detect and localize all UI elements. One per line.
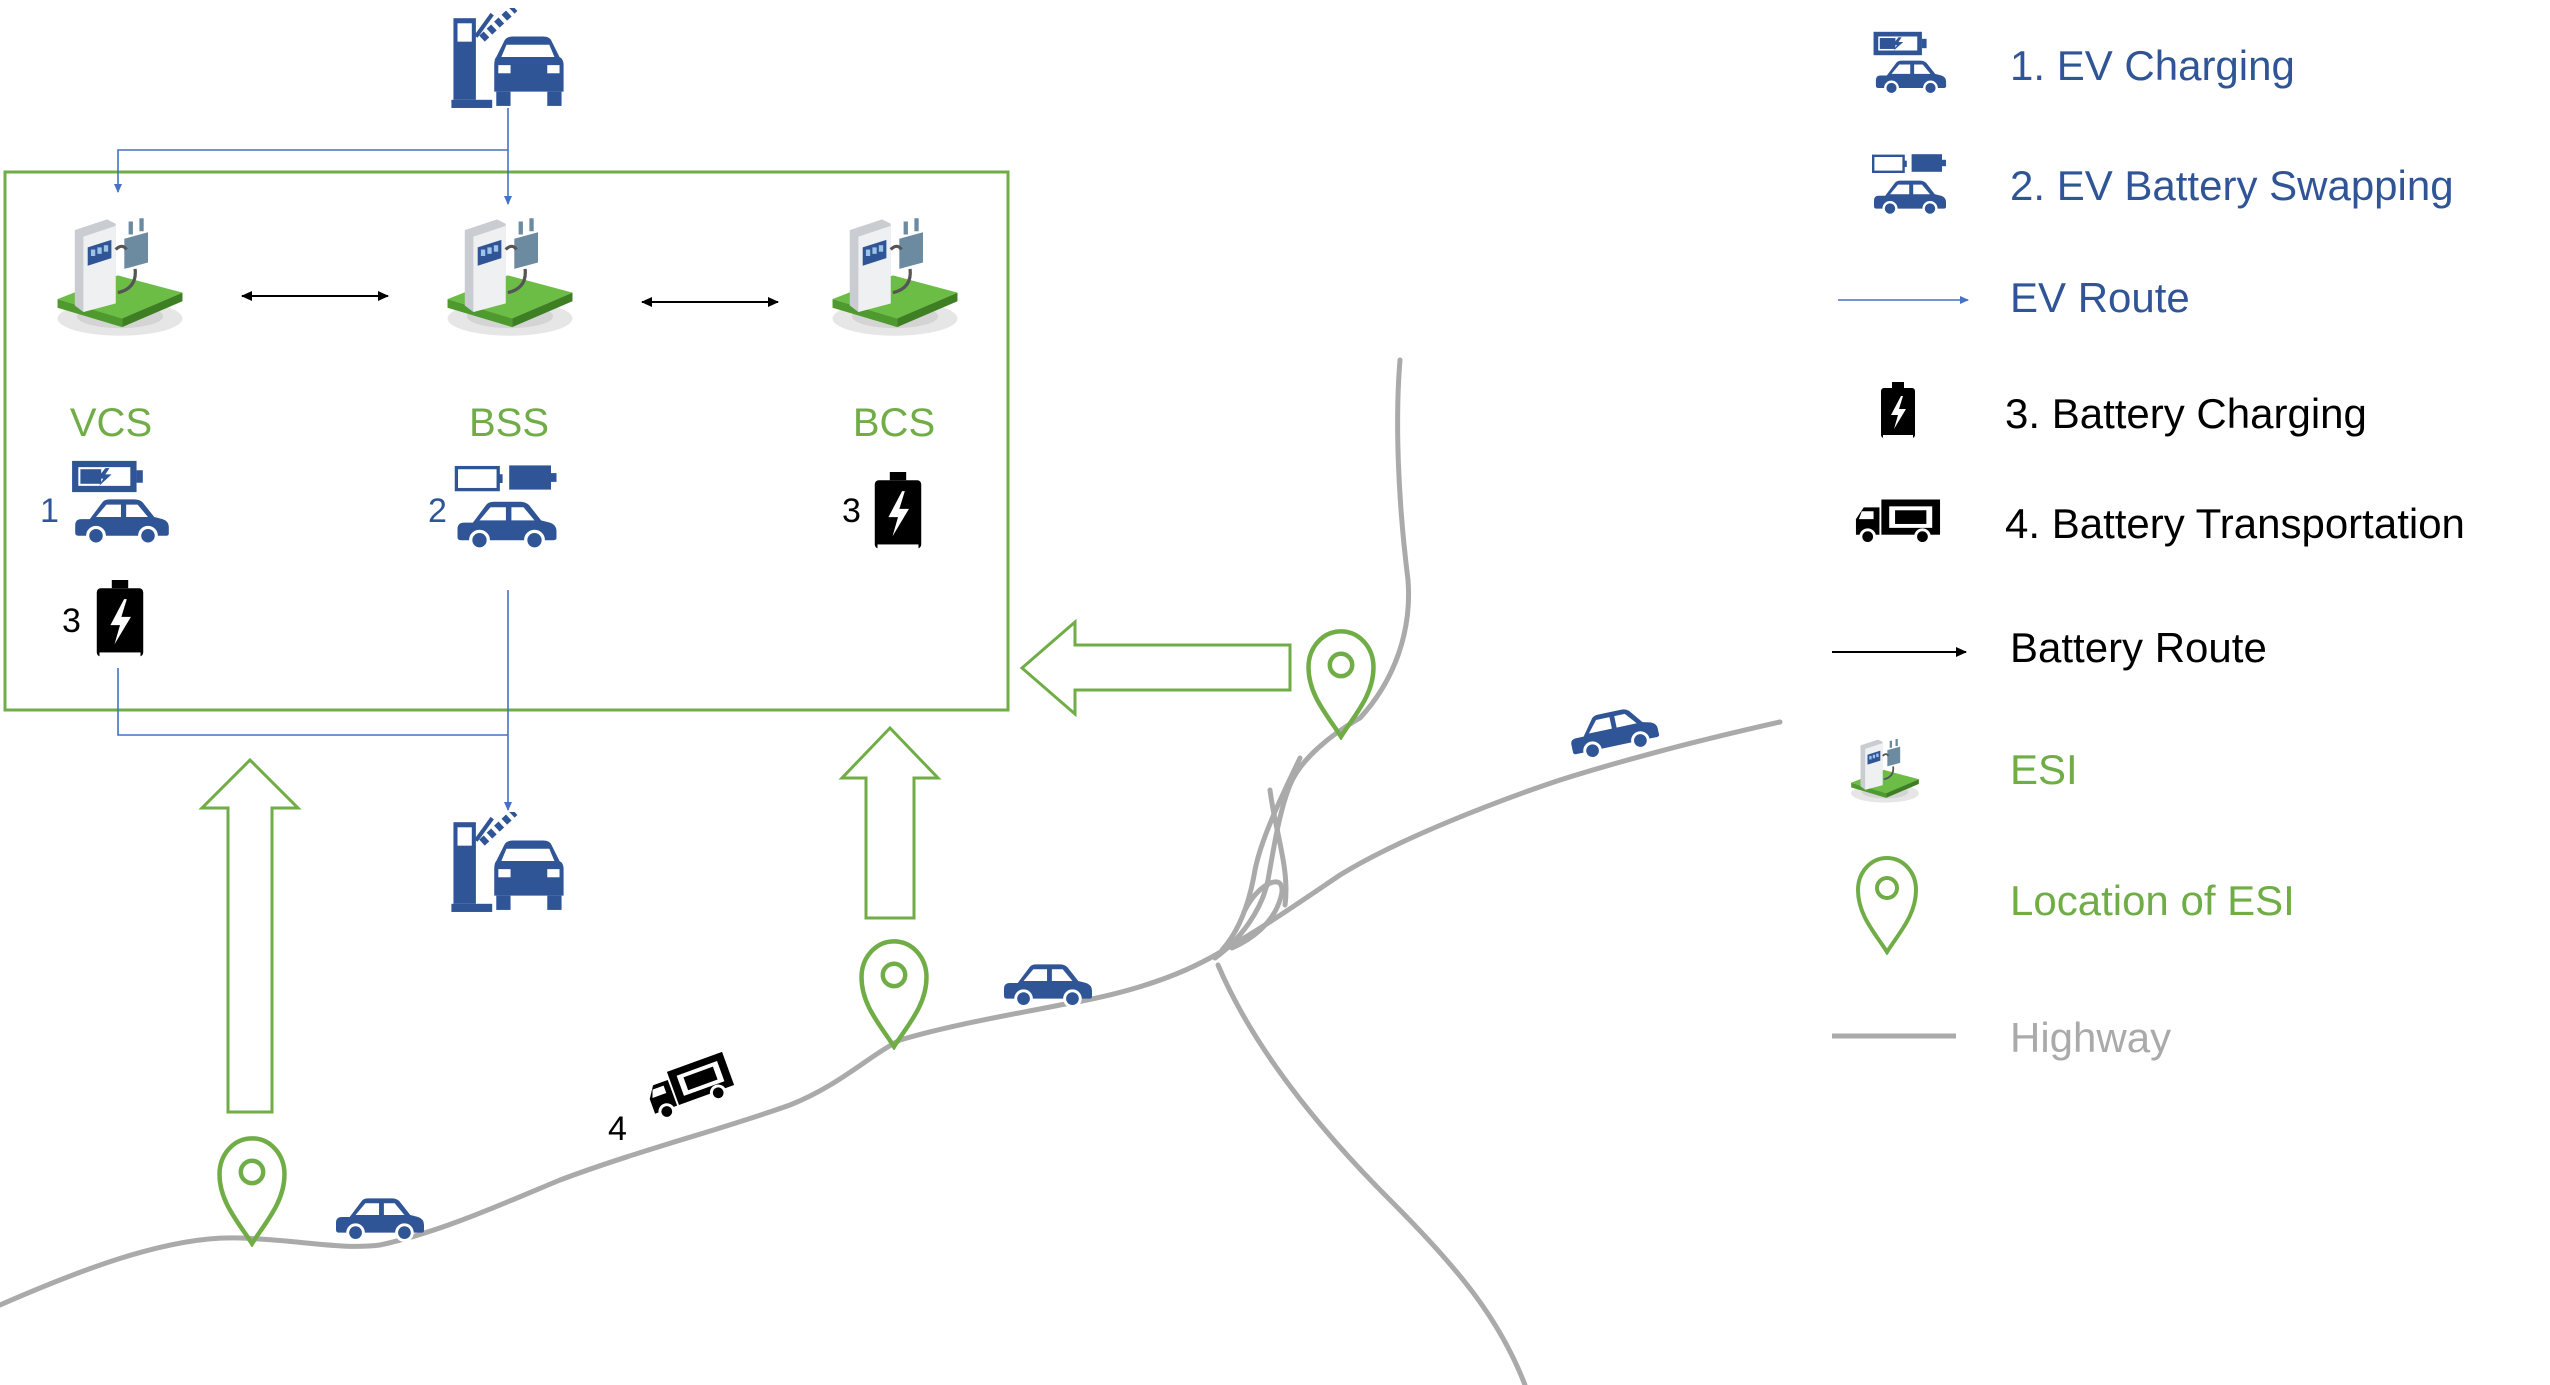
esi-location-pin-3: [1309, 631, 1374, 736]
arrow-up-mid: [838, 725, 942, 920]
ev-routes: [114, 108, 512, 811]
ev-route-out-vcs: [117, 668, 508, 736]
legend-ev-charging-label: 1. EV Charging: [2010, 42, 2295, 89]
legend-battery-transport-label: 4. Battery Transportation: [2005, 500, 2465, 547]
ev-swapping-car-icon: [456, 465, 556, 549]
bss-label: BSS: [469, 401, 549, 445]
bss-station-icon: [448, 218, 573, 335]
legend-battery-icon: [1881, 382, 1915, 438]
esi-location-pin-1: [220, 1138, 285, 1243]
ev-entry-station-icon: [451, 8, 563, 108]
ev-route-in: [114, 108, 509, 193]
legend-location-esi-label: Location of ESI: [2010, 877, 2295, 924]
highway-car-1: [336, 1196, 424, 1242]
legend: 1. EV Charging 2. EV Battery Swapping EV…: [1832, 32, 2465, 1061]
ev-charging-car-icon: [72, 461, 169, 544]
battery-icon-bcs: [874, 472, 922, 549]
marker-3-number-vcs: 3: [62, 602, 81, 640]
legend-ev-charging-icon: [1874, 32, 1947, 94]
highway-main: [0, 955, 1213, 1308]
vcs-station-icon: [58, 218, 183, 335]
legend-highway-label: Highway: [2010, 1014, 2171, 1061]
battery-icon-vcs: [96, 580, 144, 657]
marker-3-number-bcs: 3: [842, 492, 861, 530]
arrow-up-left: [198, 757, 302, 1114]
highway-south: [1215, 962, 1528, 1385]
legend-ev-swapping-label: 2. EV Battery Swapping: [2010, 162, 2454, 209]
highway-car-2: [1004, 962, 1092, 1008]
legend-battery-route-label: Battery Route: [2010, 624, 2267, 671]
marker-1-number: 1: [40, 492, 59, 530]
battery-routes: [241, 291, 779, 307]
marker-2-number: 2: [428, 492, 447, 530]
legend-esi-label: ESI: [2010, 746, 2078, 793]
legend-esi-icon: [1850, 737, 1920, 804]
highway-east: [1207, 719, 1783, 961]
legend-ev-swapping-icon: [1873, 154, 1946, 215]
bcs-station-icon: [833, 218, 958, 335]
legend-pin-icon: [1858, 858, 1916, 952]
highway-ramp: [1267, 787, 1289, 908]
highway-north-inner: [1219, 755, 1303, 953]
marker-4-number: 4: [608, 1110, 627, 1148]
battery-transport-truck-icon: [641, 1050, 739, 1124]
highway-loop: [1229, 879, 1285, 951]
highway-north: [1212, 357, 1412, 961]
arrow-left: [1019, 618, 1292, 718]
location-arrows: [198, 618, 1292, 1114]
esi-location-pin-2: [862, 941, 927, 1046]
legend-battery-charging-label: 3. Battery Charging: [2005, 390, 2367, 437]
esi-box: [3, 170, 1010, 712]
legend-ev-route-label: EV Route: [2010, 274, 2190, 321]
legend-truck-icon: [1854, 497, 1942, 546]
vcs-label: VCS: [70, 401, 152, 445]
bcs-label: BCS: [853, 401, 935, 445]
ev-exit-station-icon: [451, 812, 563, 912]
